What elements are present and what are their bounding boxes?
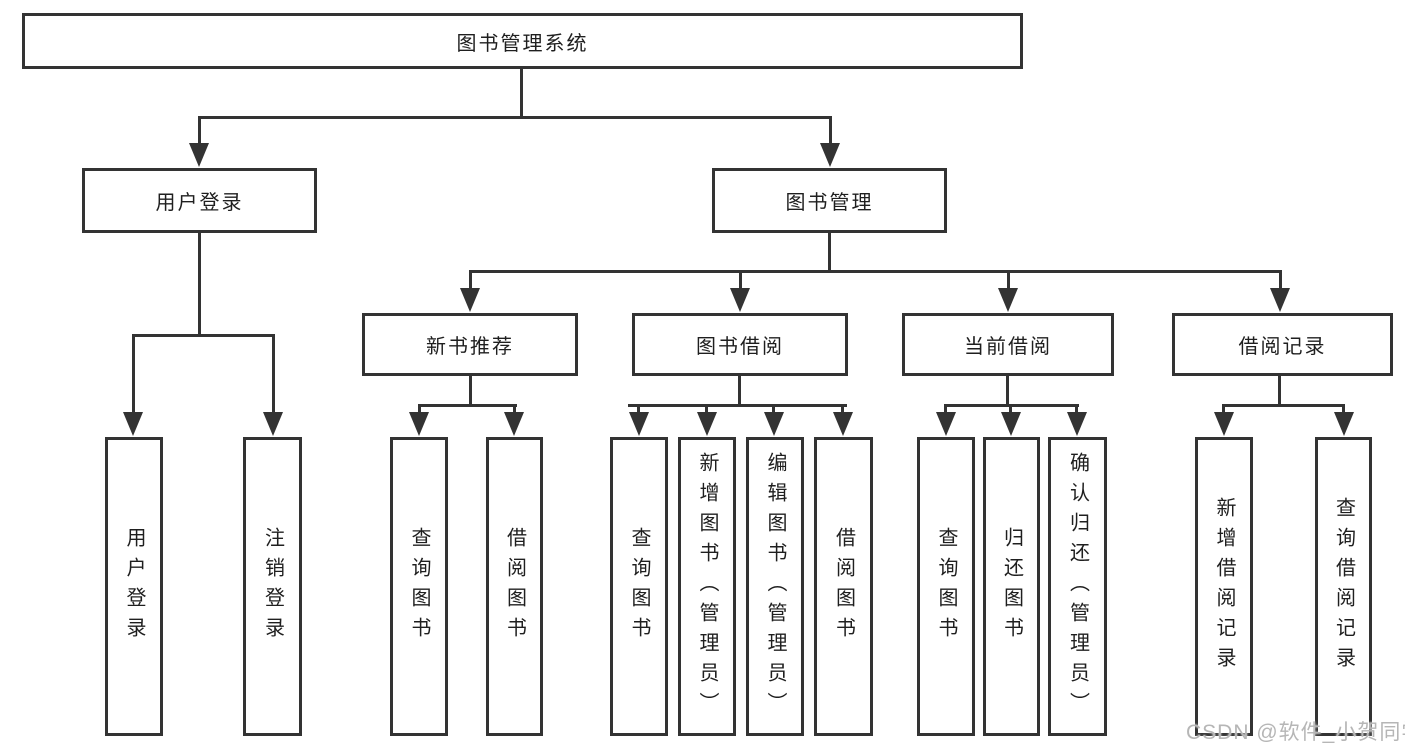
leaf-query-books-current: 查询图书 — [917, 437, 975, 736]
arrow-down-icon — [123, 412, 143, 436]
arrow-down-icon — [1270, 288, 1290, 312]
arrow-down-icon — [820, 143, 840, 167]
leaf-borrow-books: 借阅图书 — [814, 437, 873, 736]
connector-line — [1222, 407, 1225, 416]
leaf-logout-login: 注销登录 — [243, 437, 302, 736]
connector-line — [739, 273, 742, 291]
leaf-query-books-borrowing: 查询图书 — [610, 437, 668, 736]
connector-line — [1009, 407, 1012, 416]
arrow-down-icon — [629, 412, 649, 436]
connector-line — [944, 407, 947, 416]
arrow-down-icon — [833, 412, 853, 436]
connector-line — [198, 119, 201, 147]
node-label: 借阅记录 — [1238, 336, 1327, 358]
connector-line — [1075, 407, 1078, 416]
connector-line — [738, 376, 741, 406]
csdn-watermark: CSDN @软件_小贺同学 — [1186, 721, 1405, 744]
leaf-return-books: 归还图书 — [983, 437, 1040, 736]
node-library-management-system: 图书管理系统 — [22, 13, 1023, 69]
connector-line — [628, 404, 847, 407]
node-label: 图书管理系统 — [456, 32, 589, 55]
arrow-down-icon — [998, 288, 1018, 312]
connector-line — [132, 334, 275, 337]
connector-line — [520, 69, 523, 119]
arrow-down-icon — [1067, 412, 1087, 436]
connector-line — [469, 273, 472, 291]
connector-line — [828, 233, 831, 273]
leaf-edit-books-admin: 编辑图书（管理员） — [746, 437, 804, 736]
connector-line — [1278, 376, 1281, 406]
connector-line — [418, 407, 421, 416]
connector-line — [829, 119, 832, 147]
connector-line — [705, 407, 708, 416]
node-label: 新书推荐 — [426, 336, 514, 358]
arrow-down-icon — [730, 288, 750, 312]
connector-line — [1222, 404, 1345, 407]
node-label: 确认归还（管理员） — [1066, 451, 1089, 722]
leaf-query-borrow-record: 查询借阅记录 — [1315, 437, 1372, 736]
arrow-down-icon — [1001, 412, 1021, 436]
node-label: 查询借阅记录 — [1332, 496, 1355, 677]
node-label: 借阅图书 — [503, 526, 526, 647]
connector-line — [469, 270, 1282, 273]
arrow-down-icon — [263, 412, 283, 436]
node-label: 编辑图书（管理员） — [764, 451, 786, 722]
connector-line — [1007, 273, 1010, 291]
leaf-user-login: 用户登录 — [105, 437, 163, 736]
connector-line — [272, 337, 275, 415]
connector-line — [1006, 376, 1009, 406]
connector-line — [841, 407, 844, 416]
node-label: 新增借阅记录 — [1213, 496, 1235, 677]
node-book-borrowing: 图书借阅 — [632, 313, 848, 376]
arrow-down-icon — [697, 412, 717, 436]
node-label: 注销登录 — [261, 526, 284, 647]
connector-line — [637, 407, 640, 416]
arrow-down-icon — [764, 412, 784, 436]
arrow-down-icon — [1334, 412, 1354, 436]
connector-line — [944, 404, 1079, 407]
connector-line — [469, 376, 472, 406]
arrow-down-icon — [409, 412, 429, 436]
connector-line — [132, 337, 135, 415]
node-current-borrowing: 当前借阅 — [902, 313, 1114, 376]
arrow-down-icon — [936, 412, 956, 436]
node-label: 图书管理 — [785, 192, 874, 214]
node-label: 查询图书 — [628, 526, 650, 647]
node-label: 当前借阅 — [964, 336, 1052, 358]
connector-line — [198, 116, 832, 119]
leaf-confirm-return-admin: 确认归还（管理员） — [1048, 437, 1107, 736]
node-label: 用户登录 — [155, 192, 244, 214]
node-label: 查询图书 — [408, 526, 430, 647]
node-user-login: 用户登录 — [82, 168, 317, 233]
arrow-down-icon — [504, 412, 524, 436]
node-new-book-recommendation: 新书推荐 — [362, 313, 578, 376]
leaf-add-borrow-record: 新增借阅记录 — [1195, 437, 1253, 736]
node-label: 新增图书（管理员） — [696, 451, 718, 722]
connector-line — [513, 407, 516, 416]
connector-line — [198, 233, 201, 336]
node-label: 图书借阅 — [696, 336, 784, 358]
node-label: 借阅图书 — [832, 526, 855, 647]
leaf-query-books-recommend: 查询图书 — [390, 437, 448, 736]
node-borrowing-records: 借阅记录 — [1172, 313, 1393, 376]
node-label: 归还图书 — [1000, 526, 1023, 647]
connector-line — [1279, 273, 1282, 291]
node-book-management: 图书管理 — [712, 168, 947, 233]
leaf-borrow-books-recommend: 借阅图书 — [486, 437, 543, 736]
connector-line — [418, 404, 517, 407]
arrow-down-icon — [189, 143, 209, 167]
leaf-add-books-admin: 新增图书（管理员） — [678, 437, 736, 736]
node-label: 用户登录 — [123, 526, 145, 647]
arrow-down-icon — [460, 288, 480, 312]
arrow-down-icon — [1214, 412, 1234, 436]
connector-line — [1342, 407, 1345, 416]
node-label: 查询图书 — [935, 526, 957, 647]
connector-line — [772, 407, 775, 416]
